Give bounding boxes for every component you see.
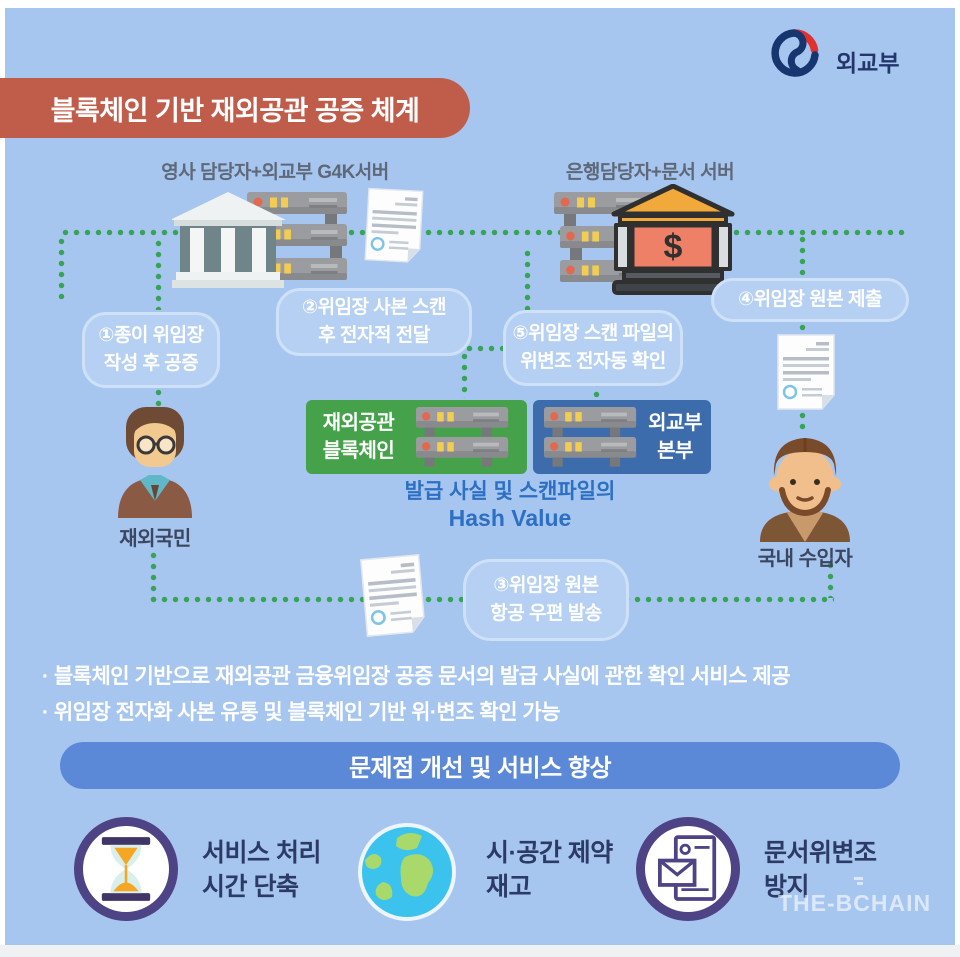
feature1-label: 서비스 처리 시간 단축 <box>202 836 321 904</box>
step4-line1: ④위임장 원본 제출 <box>737 289 883 310</box>
dotted-line <box>524 250 531 312</box>
step1-bubble: ①종이 위임장 작성 후 공증 <box>82 312 220 388</box>
feature3-label: 문서위변조 방지 <box>764 836 877 904</box>
dotted-line <box>62 229 908 236</box>
overseas-blockchain-box: 재외공관 블록체인 <box>306 400 527 474</box>
ministry-name: 외교부 <box>836 50 900 76</box>
dotted-line <box>799 324 806 335</box>
step5-line1: ⑤위임장 스캔 파일의 <box>512 323 675 344</box>
blue-box-line2: 본부 <box>657 440 693 462</box>
feature1-line2: 시간 단축 <box>202 873 299 901</box>
dollar-symbol: $ <box>664 228 683 266</box>
domestic-importer-icon <box>760 438 850 542</box>
dotted-line <box>799 236 806 278</box>
server-icon <box>416 406 509 467</box>
globe-icon <box>358 823 456 921</box>
document-icon <box>364 187 424 264</box>
dotted-line <box>150 552 157 600</box>
page-title: 블록체인 기반 재외공관 공증 체계 <box>50 95 420 126</box>
mofa-emblem-icon <box>771 29 819 77</box>
step2-bubble: ②위임장 사본 스캔 후 전자적 전달 <box>276 288 472 356</box>
dotted-line <box>155 389 162 409</box>
feature1-line1: 서비스 처리 <box>202 839 321 867</box>
person-left-label: 재외국민 <box>119 528 191 550</box>
summary-bullet-1: · 블록체인 기반으로 재외공관 금융위임장 공증 문서의 발급 사실에 관한 … <box>42 665 791 688</box>
dotted-line <box>155 240 162 310</box>
mofa-hq-box: 외교부 본부 <box>533 400 711 474</box>
watermark: THE-BCHAIN <box>778 890 932 916</box>
hourglass-icon <box>101 837 151 901</box>
bottom-margin <box>0 945 960 957</box>
hourglass-ring <box>74 817 178 921</box>
step4-bubble: ④위임장 원본 제출 <box>711 278 909 322</box>
bank-server-label: 은행담당자+문서 서버 <box>565 162 735 183</box>
dotted-line <box>827 562 834 598</box>
green-box-line2: 블록체인 <box>322 440 395 462</box>
title-banner: 블록체인 기반 재외공관 공증 체계 <box>0 78 470 138</box>
document-ring <box>636 817 740 921</box>
mail-document-icon <box>658 835 717 901</box>
server-icon <box>544 406 637 467</box>
step3-line1: ③위임장 원본 <box>493 575 599 596</box>
green-box-line1: 재외공관 <box>322 412 395 434</box>
step3-bubble: ③위임장 원본 항공 우편 발송 <box>463 559 629 641</box>
dotted-line <box>799 412 806 430</box>
summary-bullet-2: · 위임장 전자화 사본 유통 및 블록체인 기반 위·변조 확인 가능 <box>42 701 561 724</box>
step1-line1: ①종이 위임장 <box>98 325 204 346</box>
feature2-line2: 재고 <box>486 873 532 901</box>
consulate-building-servers-icon <box>172 192 347 288</box>
feature2-label: 시·공간 제약 재고 <box>486 836 613 904</box>
building-roof <box>172 192 286 220</box>
document-icon <box>359 553 427 638</box>
dotted-line <box>58 238 65 300</box>
green-box-label: 재외공관 블록체인 <box>306 409 411 465</box>
bank-building-servers-icon: $ <box>554 184 735 295</box>
step2-line1: ②위임장 사본 스캔 <box>301 297 447 318</box>
blue-box-line1: 외교부 <box>648 412 702 434</box>
hash-caption: 발급 사실 및 스캔파일의 Hash Value <box>300 478 720 533</box>
step5-line2: 위변조 전자동 확인 <box>520 351 666 372</box>
dotted-line <box>593 380 600 399</box>
feature3-line1: 문서위변조 <box>764 839 877 867</box>
dotted-line <box>461 353 468 398</box>
hash-caption-line1: 발급 사실 및 스캔파일의 <box>404 480 616 503</box>
step1-line2: 작성 후 공증 <box>103 353 199 374</box>
improvement-banner: 문제점 개선 및 서비스 향상 <box>60 742 900 789</box>
consul-server-label: 영사 담당자+외교부 G4K서버 <box>161 162 389 183</box>
step5-bubble: ⑤위임장 스캔 파일의 위변조 전자동 확인 <box>503 310 683 386</box>
hash-caption-line2: Hash Value <box>448 505 572 531</box>
overseas-citizen-icon <box>118 407 192 518</box>
dotted-line <box>466 345 506 352</box>
blue-box-label: 외교부 본부 <box>643 409 707 465</box>
watermark-mark-icon <box>851 877 865 886</box>
step3-line2: 항공 우편 발송 <box>490 603 602 624</box>
feature3-line2: 방지 <box>764 873 810 901</box>
person-right-label: 국내 수입자 <box>757 548 853 570</box>
improvement-banner-label: 문제점 개선 및 서비스 향상 <box>348 755 612 782</box>
feature2-line1: 시·공간 제약 <box>486 839 613 867</box>
step2-line2: 후 전자적 전달 <box>318 325 430 346</box>
document-icon <box>776 333 836 411</box>
